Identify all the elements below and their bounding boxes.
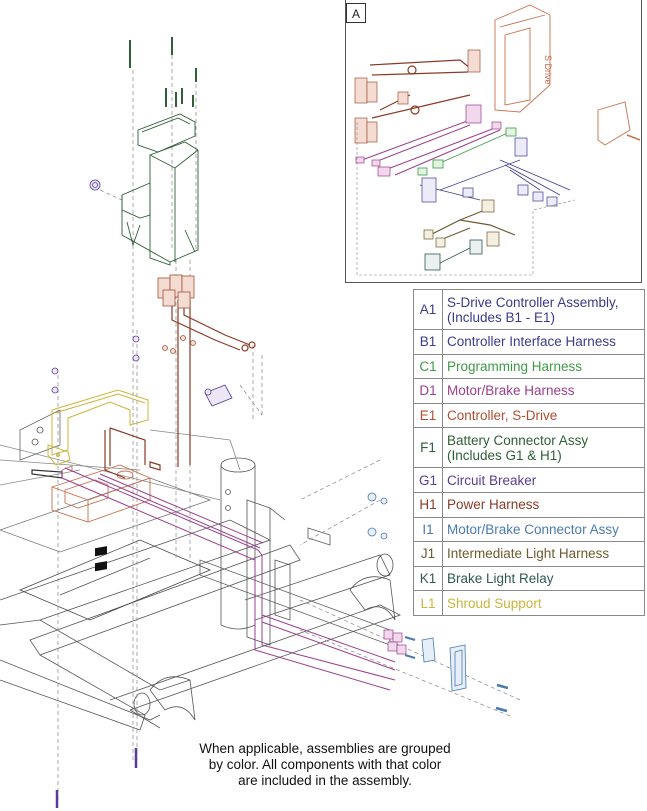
caption-line: by color. All components with that color [208, 757, 442, 772]
circuit-breaker [51, 179, 233, 808]
legend-code: C1 [413, 353, 443, 380]
legend-code: G1 [413, 467, 443, 493]
chair-frame [0, 409, 402, 731]
motor-brake-connector-assy [367, 492, 509, 713]
inset-controller [494, 4, 641, 146]
legend-description-line: Intermediate Light Harness [447, 546, 610, 562]
legend-code: J1 [413, 541, 443, 567]
legend-description-line: (Includes B1 - E1) [447, 309, 556, 325]
legend-description: S-Drive Controller Assembly,(Includes B1… [442, 289, 645, 330]
inset-a-controller-assembly: S Drive [354, 4, 641, 276]
caption-line: are included in the assembly. [238, 773, 412, 788]
caption-line: When applicable, assemblies are grouped [199, 741, 451, 756]
inset-light-connectors [423, 199, 500, 248]
legend-description: Intermediate Light Harness [442, 541, 645, 567]
inset-programming-harness [417, 127, 517, 176]
legend-description-line: Controller, S-Drive [447, 408, 558, 424]
legend-code: F1 [413, 427, 443, 469]
legend-description-line: Circuit Breaker [447, 472, 537, 488]
inset-interface-connectors [421, 137, 558, 207]
controller-s-drive [51, 464, 151, 523]
legend-description-line: Motor/Brake Connector Assy [447, 521, 619, 537]
legend-description: Power Harness [442, 491, 645, 518]
inset-motor-harness [361, 119, 501, 176]
assembly-guide-lines [57, 55, 521, 800]
legend-description: Circuit Breaker [442, 467, 645, 493]
legend-description-line: Brake Light Relay [447, 571, 554, 587]
shroud-support [47, 389, 149, 466]
motor-brake-harness [61, 467, 396, 691]
legend-code: B1 [413, 329, 443, 355]
legend-code: K1 [413, 565, 443, 592]
legend-description: Controller, S-Drive [442, 402, 645, 429]
legend-code: I1 [413, 516, 443, 543]
legend-description: Motor/Brake Harness [442, 378, 645, 404]
legend-description: Motor/Brake Connector Assy [442, 516, 645, 543]
inset-brake-light-relay [424, 239, 483, 271]
legend-code: D1 [413, 378, 443, 404]
battery-connector-terminals [157, 274, 196, 354]
legend-description: Battery Connector Assy(Includes G1 & H1) [442, 427, 645, 469]
legend-description-line: Controller Interface Harness [447, 334, 616, 350]
inset-power-harness [369, 59, 471, 119]
legend-description-line: Motor/Brake Harness [447, 383, 575, 399]
legend-description-line: S-Drive Controller Assembly, [447, 294, 619, 310]
legend-code: H1 [413, 491, 443, 518]
legend-description: Programming Harness [442, 353, 645, 380]
legend-description-line: Power Harness [447, 497, 540, 513]
inset-motor-plugs [355, 104, 502, 177]
power-harness [104, 300, 256, 479]
legend-description-line: Shroud Support [447, 595, 542, 611]
color-grouping-caption: When applicable, assemblies are grouped … [190, 741, 460, 789]
inset-label: A [346, 3, 366, 23]
legend-description-line: Programming Harness [447, 358, 583, 374]
legend-description: Brake Light Relay [442, 565, 645, 592]
inset-battery-terminals [354, 49, 481, 144]
legend-code: L1 [413, 590, 443, 616]
legend-description-line: Battery Connector Assy [447, 432, 589, 448]
legend-description-line: (Includes G1 & H1) [447, 447, 562, 463]
inset-frame [345, 0, 642, 283]
legend-code: E1 [413, 402, 443, 429]
inset-guide-line [356, 122, 576, 276]
battery-box-shroud [121, 37, 199, 266]
legend-description: Shroud Support [442, 590, 645, 616]
motor-brake-plugs [383, 629, 407, 655]
inset-s-drive-text: S Drive [543, 55, 553, 85]
legend-code: A1 [413, 289, 443, 330]
legend-description: Controller Interface Harness [442, 329, 645, 355]
